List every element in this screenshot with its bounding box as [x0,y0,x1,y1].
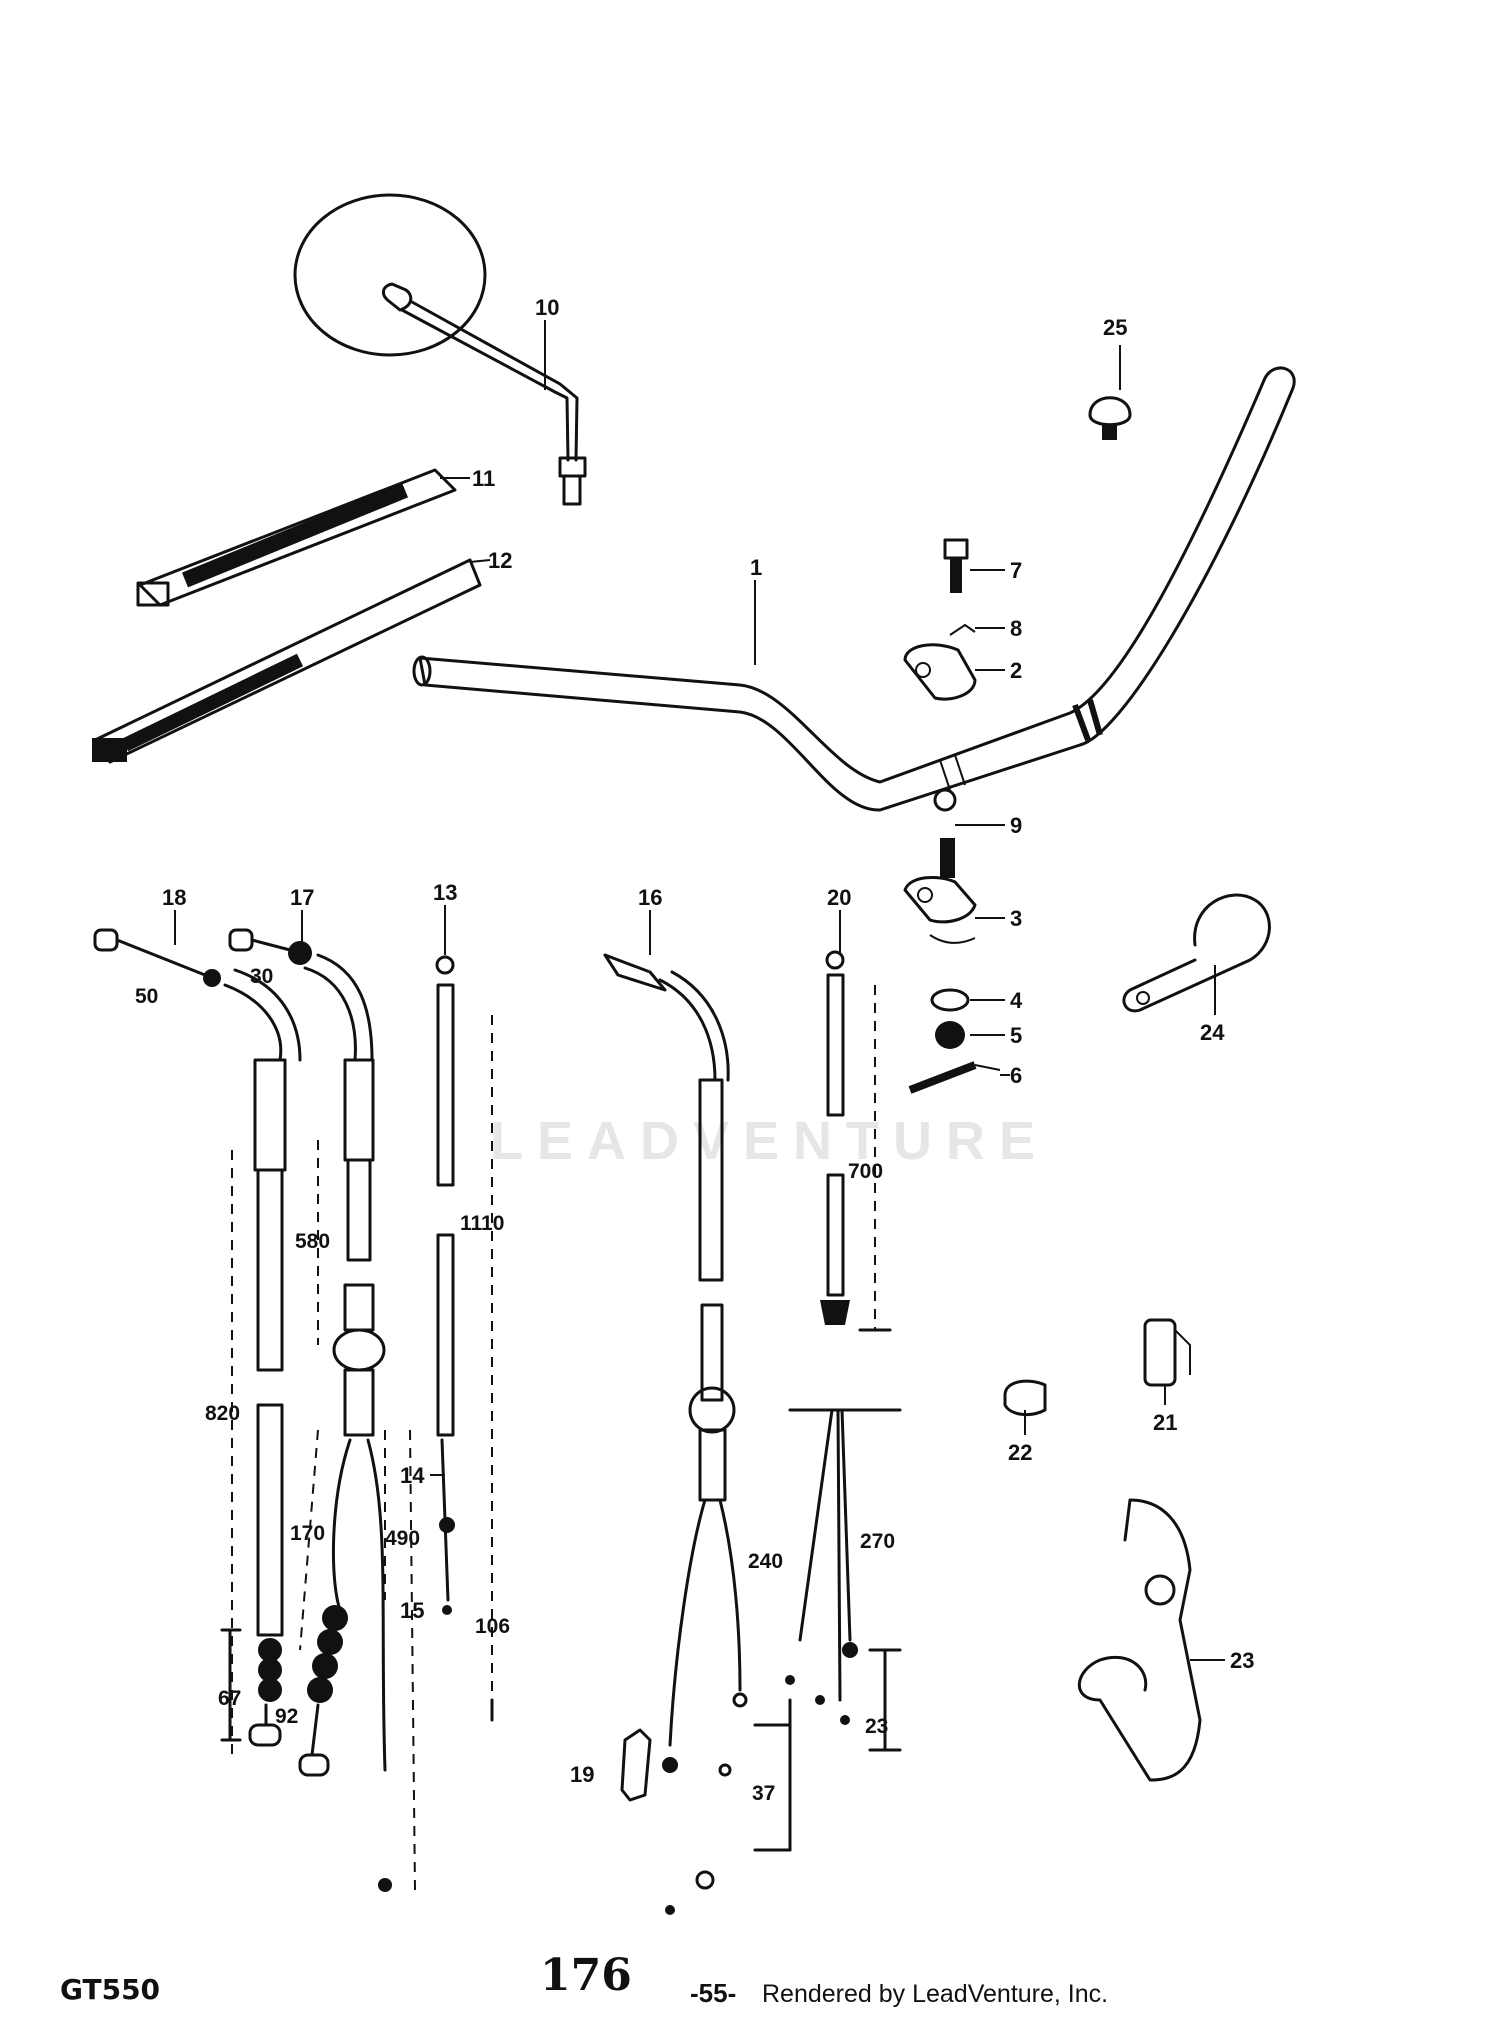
callout-1: 1 [750,555,762,580]
clip-22 [1003,1379,1047,1417]
dimension-lines [220,985,902,1891]
callout-7: 7 [1010,558,1022,583]
callout-16: 16 [638,885,662,910]
clamp-24 [1122,893,1271,1013]
watermark-text: LEADVENTURE [490,1111,1050,1171]
callout-4: 4 [1010,988,1023,1013]
part-19 [620,1728,652,1802]
dim-240: 240 [748,1550,783,1573]
page-number: 176 [540,1950,632,2001]
callout-3: 3 [1010,906,1022,931]
callout-20: 20 [827,885,851,910]
leader-lines [174,320,1225,1661]
strap-11 [136,468,457,607]
callout-21: 21 [1153,1410,1177,1435]
nut-5 [935,1021,965,1049]
callout-11: 11 [472,466,495,491]
dim-106: 106 [475,1615,510,1638]
callout-22: 22 [1008,1440,1032,1465]
dim-1110: 1110 [460,1212,504,1235]
callout-6: 6 [1010,1063,1022,1088]
callout-13: 13 [433,880,457,905]
callout-25: 25 [1103,315,1127,340]
callout-14: 14 [400,1463,425,1488]
dim-37: 37 [752,1782,775,1805]
mirror [293,193,587,506]
model-code: GT550 [60,1973,161,2006]
dim-580: 580 [295,1230,330,1253]
clamp-23 [1077,1498,1202,1782]
callout-10: 10 [535,295,559,320]
clamp-3 [903,876,977,944]
dim-170: 170 [290,1522,325,1545]
dim-30: 30 [250,965,273,988]
bolt-7 [943,538,969,593]
cable-16 [603,953,748,1915]
callout-2: 2 [1010,658,1022,683]
page-subnumber: -55- [690,1978,737,2008]
dim-67: 67 [218,1687,241,1710]
dim-270: 270 [860,1530,895,1553]
callout-23: 23 [1230,1648,1254,1673]
callout-19: 19 [570,1762,594,1787]
callout-24: 24 [1200,1020,1225,1045]
clamp-2 [903,643,977,701]
dim-700: 700 [848,1160,883,1183]
clip-8 [949,623,976,636]
washer-4 [930,988,970,1012]
dim-23: 23 [865,1715,888,1738]
tie-6 [908,1061,1001,1094]
callout-15: 15 [400,1598,424,1623]
cable-13 [435,955,455,1615]
dim-92: 92 [275,1705,298,1728]
cable-20 [785,950,858,1725]
cable-18 [93,928,302,1747]
cable-17 [228,928,392,1892]
strap-12 [92,558,482,764]
dim-490: 490 [385,1527,420,1550]
grommet-25 [1088,396,1132,440]
callout-8: 8 [1010,616,1022,641]
clip-21 [1143,1318,1191,1387]
bolt-9 [933,788,957,878]
handlebar [412,366,1296,812]
dimension-labels: 50 30 820 580 1110 700 170 490 106 67 92… [135,965,895,1805]
rendered-by-credit: Rendered by LeadVenture, Inc. [762,1980,1109,2008]
callout-labels: 10 11 12 1 7 8 2 9 3 4 5 6 25 24 22 21 2… [162,295,1254,1787]
callout-9: 9 [1010,813,1022,838]
callout-17: 17 [290,885,314,910]
dim-50: 50 [135,985,158,1008]
callout-12: 12 [488,548,512,573]
callout-5: 5 [1010,1023,1022,1048]
callout-18: 18 [162,885,186,910]
dim-820: 820 [205,1402,240,1425]
